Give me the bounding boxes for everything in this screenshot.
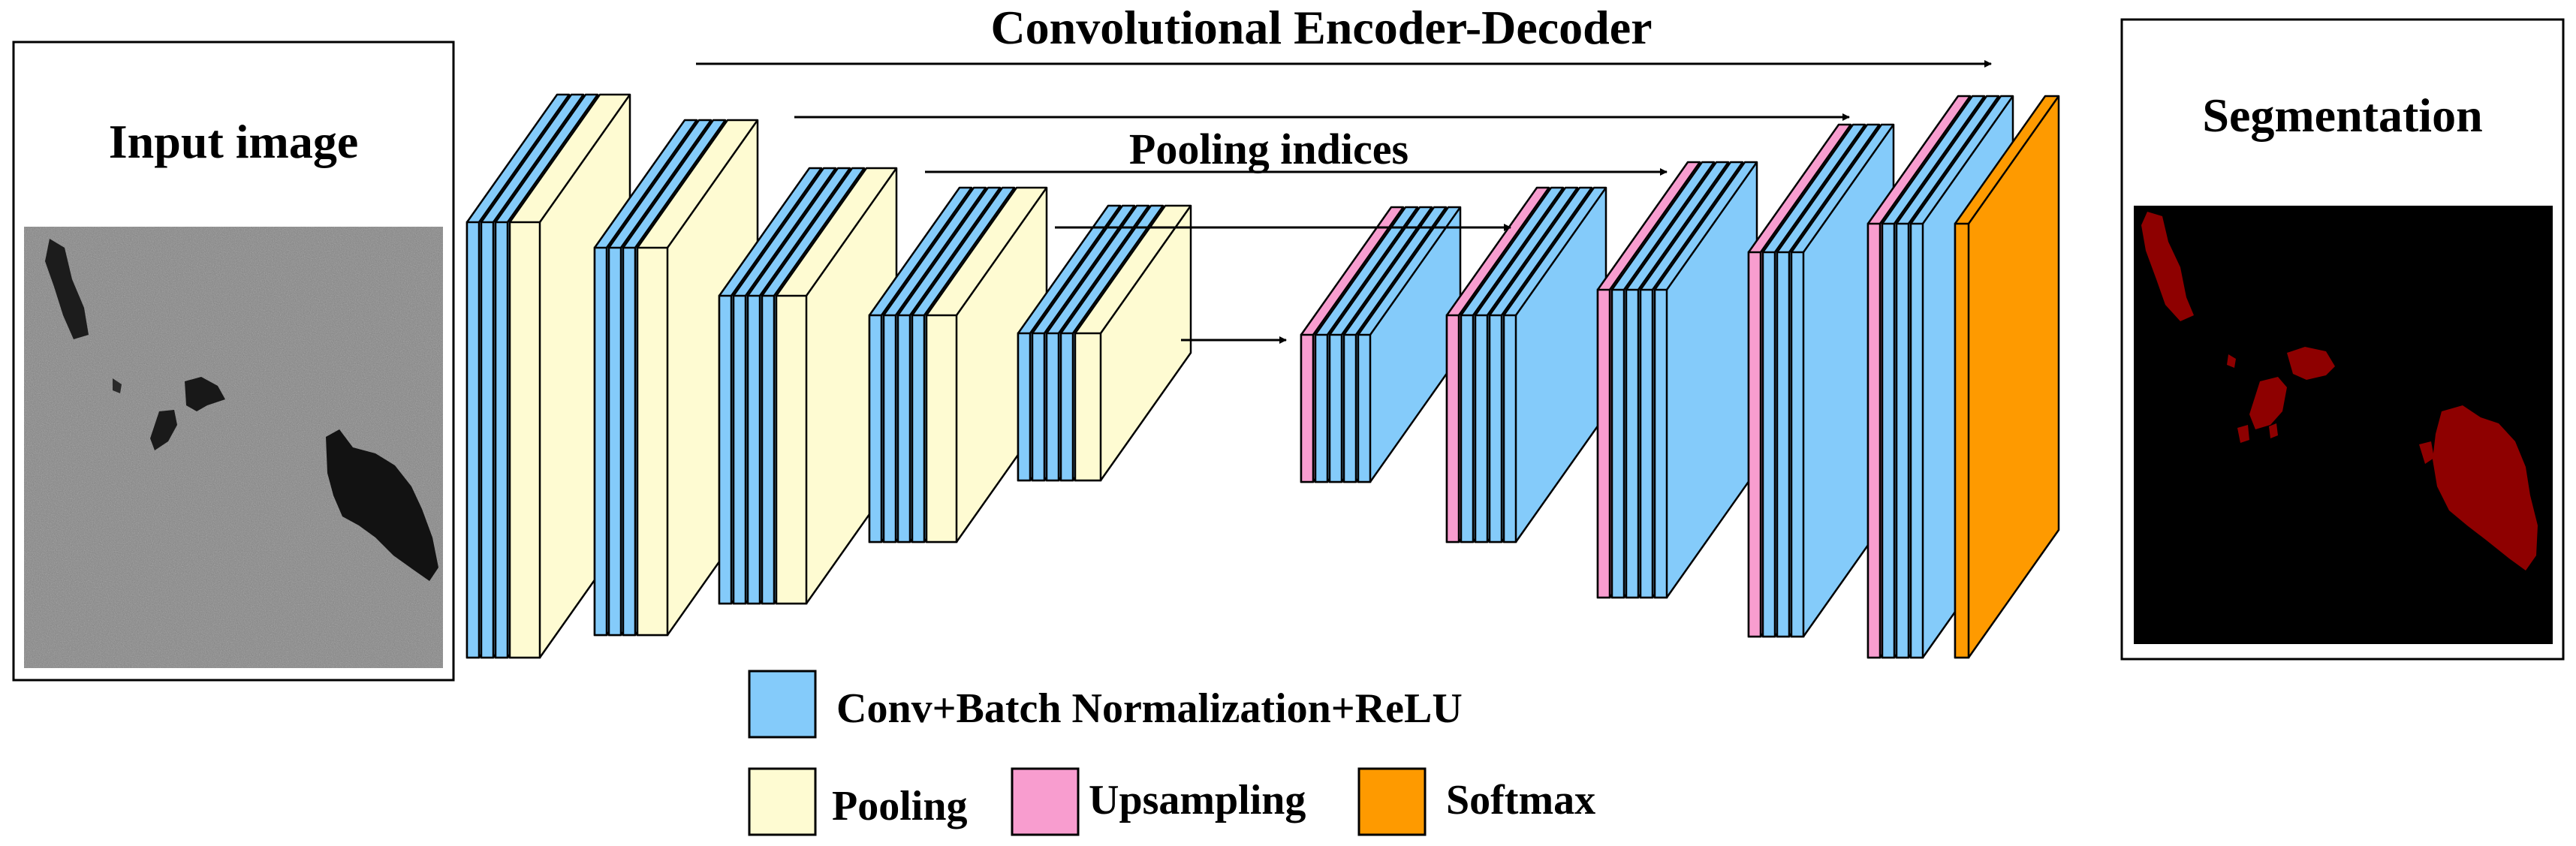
output-panel-title: Segmentation [2202,89,2482,142]
skip-label: Pooling indices [1129,125,1409,173]
legend-label-pool: Pooling [832,783,967,829]
input-dark-spill-5 [113,378,122,393]
encoder-stage-3-layer-5-pool [775,167,898,605]
legend-swatch-softmax [1357,767,1427,836]
legend-label-upsampling: Upsampling [1089,777,1306,823]
legend-swatch-pool [748,767,817,836]
legend-swatch-upsampling [1011,767,1080,836]
input-panel-title: Input image [109,115,359,168]
mask-region-6 [2269,423,2278,438]
input-dark-spill-2 [185,377,225,411]
softmax-layer [1954,95,2060,659]
mask-region-2 [2287,347,2335,380]
legend-label-conv: Conv+Batch Normalization+ReLU [836,685,1463,732]
input-dark-spill-3 [150,410,177,450]
legend-label-softmax: Softmax [1446,777,1595,823]
mask-region-5 [2237,425,2249,443]
encoder-stage-4-layer-5-pool [925,186,1048,543]
input-panel: Input image [12,41,455,682]
decoder-stage-2-layer-5-conv [1502,186,1607,543]
mask-region-8 [2419,441,2434,464]
mask-region-4 [2227,354,2236,368]
segmentation-mask [2134,206,2553,644]
network-layers [465,93,2060,659]
mask-region-7 [2433,405,2538,571]
input-dark-spill-4 [326,429,438,581]
mask-region-1 [2141,212,2194,321]
input-sar-image [24,227,443,668]
diagram-title: Convolutional Encoder-Decoder [990,1,1652,54]
mask-region-3 [2249,377,2287,429]
output-panel: Segmentation [2120,18,2565,661]
input-dark-spill-1 [45,239,89,339]
pooling-index-arrows [696,60,1992,344]
decoder-stage-3-layer-5-conv [1653,161,1758,599]
legend: Conv+Batch Normalization+ReLU Pooling Up… [748,670,1595,836]
legend-swatch-conv [748,670,817,739]
